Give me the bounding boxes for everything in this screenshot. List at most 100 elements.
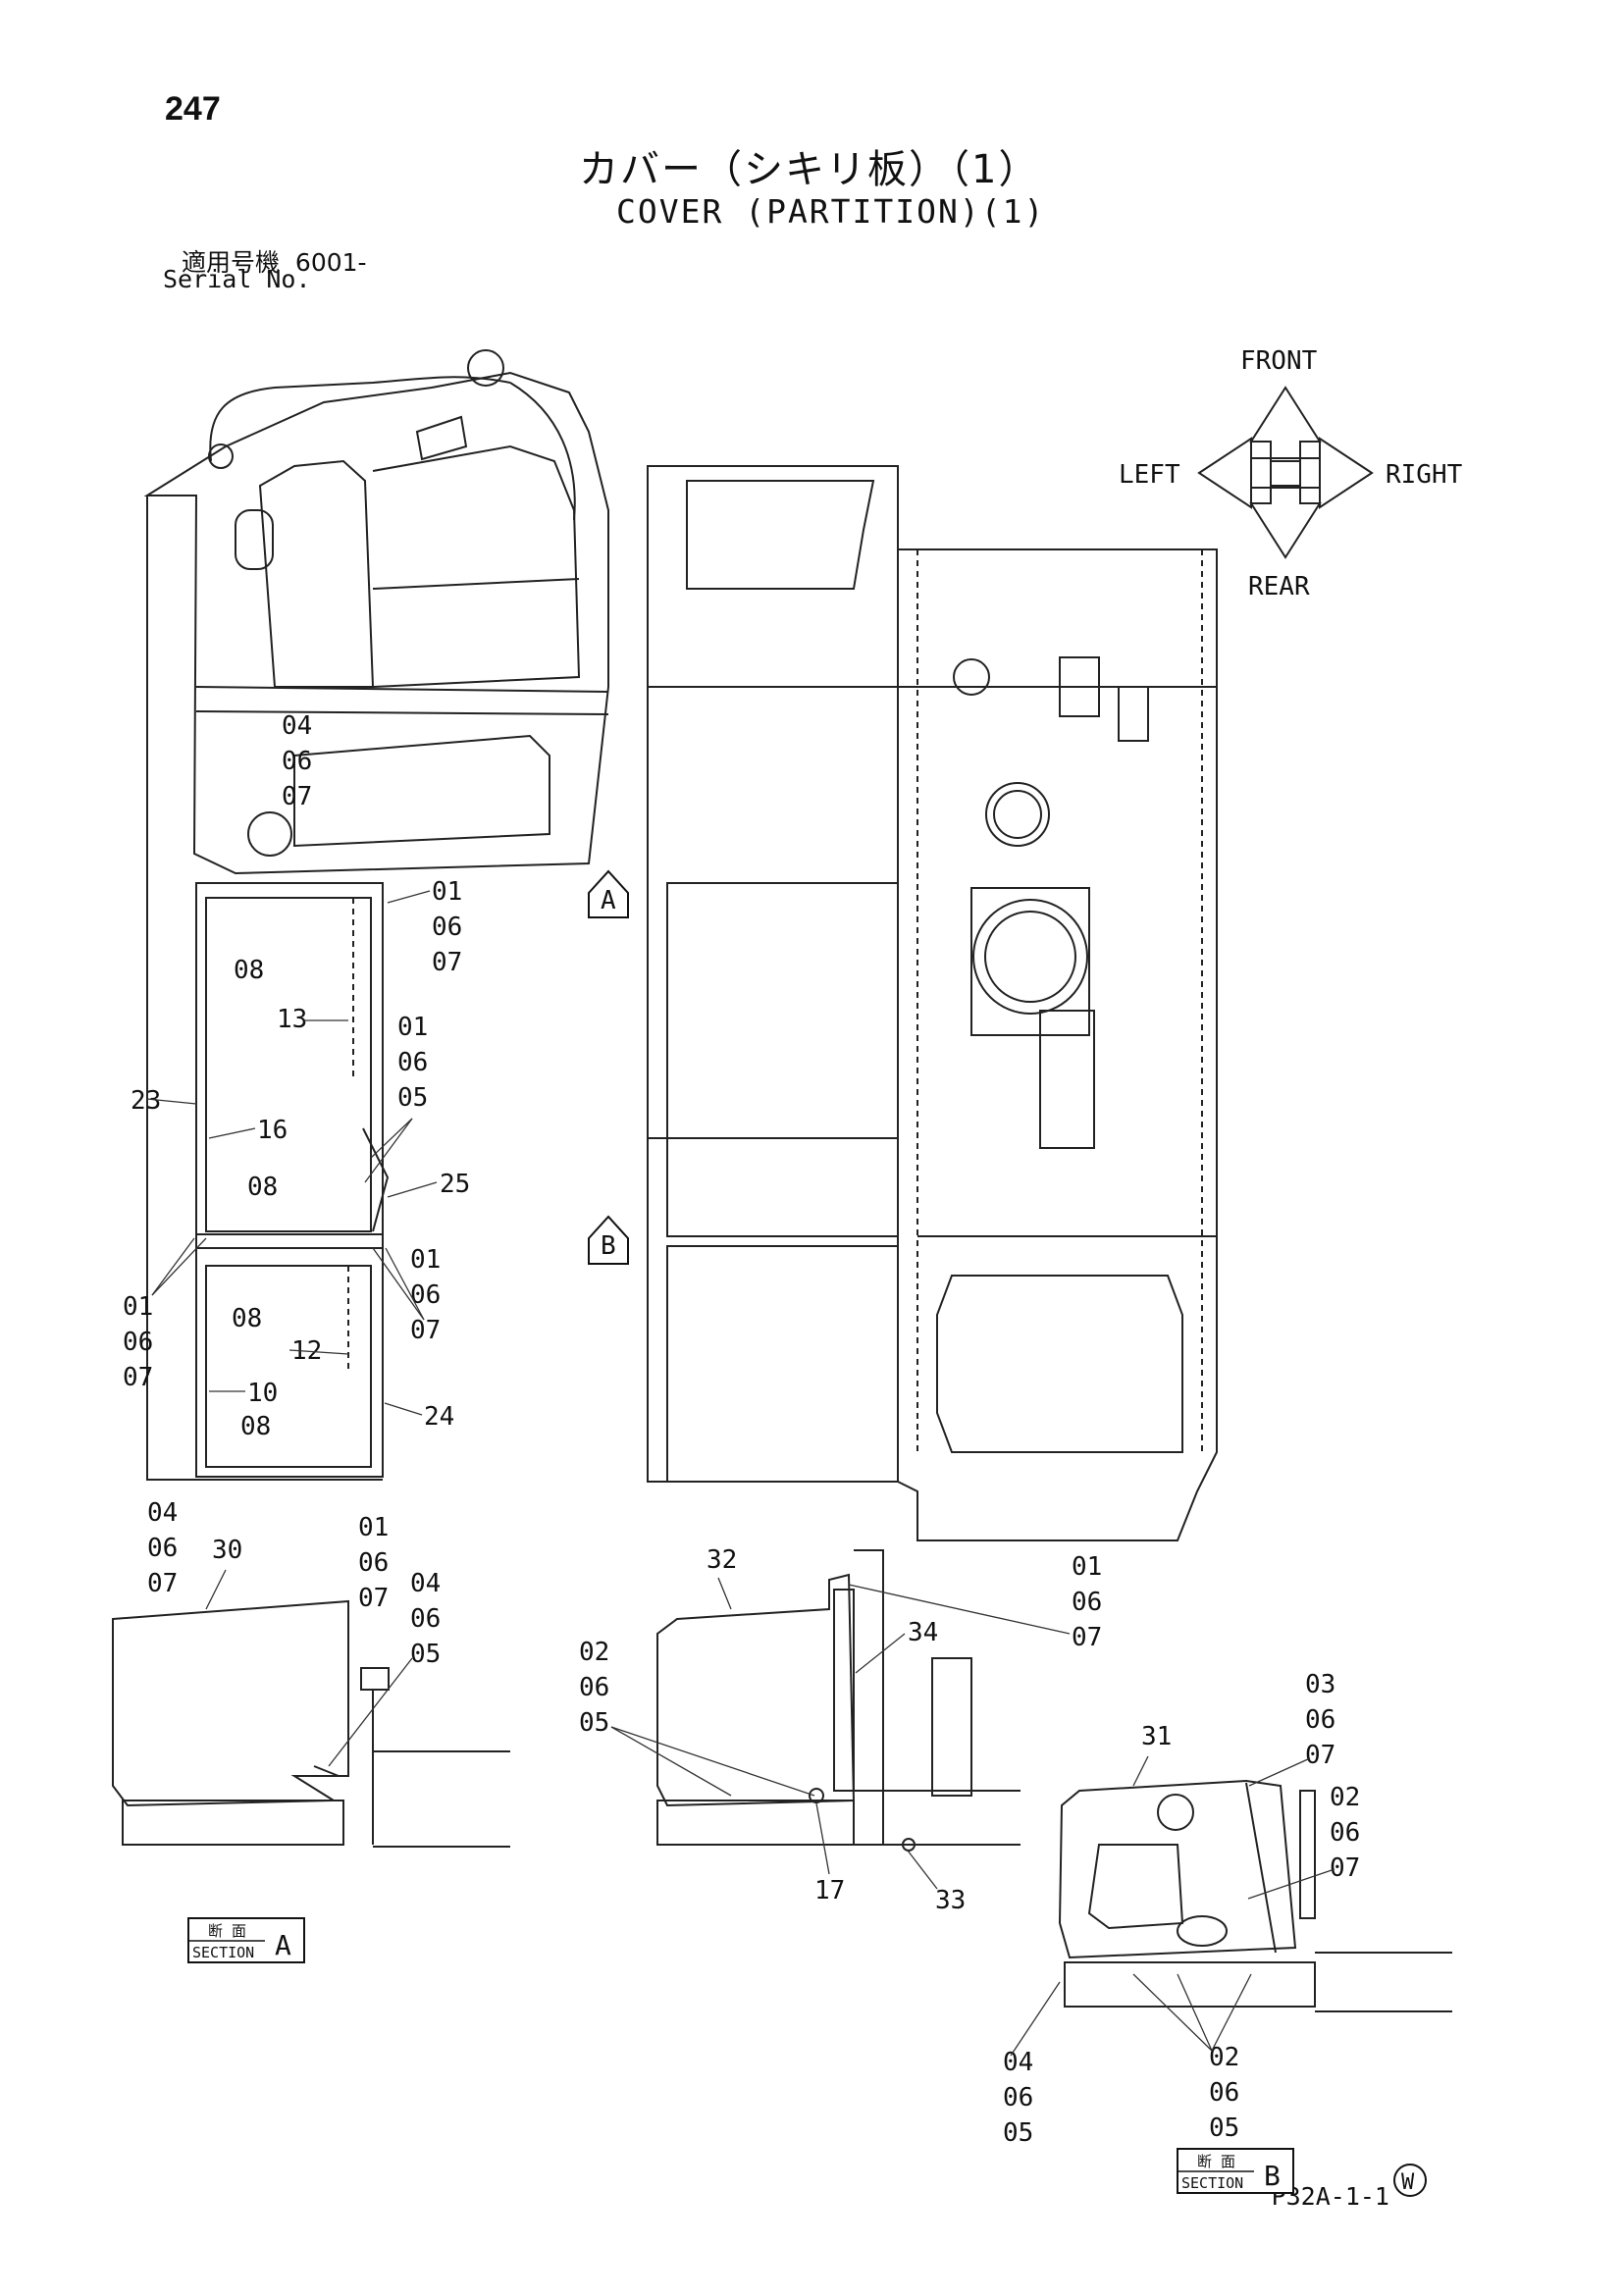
callout-code: 05	[397, 1083, 428, 1113]
part-30: 30	[212, 1536, 242, 1565]
callout-code: 07	[410, 1316, 441, 1345]
section-b-upper-view	[656, 1549, 1021, 1852]
main-frame-chassis	[647, 465, 1218, 1541]
compass-front-label: FRONT	[1240, 346, 1318, 376]
callout-section-a-right: 04 06 05	[410, 1569, 441, 1669]
callout-bottom-right: 01 06 07	[358, 1513, 389, 1613]
section-a-label: 断 面 SECTION A	[187, 1917, 305, 1963]
callout-section-b-bottom-mid: 02 06 05	[1209, 2043, 1239, 2143]
part-31: 31	[1141, 1722, 1172, 1751]
view-marker-b: B	[588, 1215, 629, 1265]
callout-code: 06	[1209, 2078, 1239, 2108]
watermark-w: W	[1393, 2164, 1427, 2197]
callout-right-mid: 01 06 05	[397, 1013, 428, 1113]
partition-panels-left	[195, 882, 390, 1478]
callout-right-lower: 01 06 07	[410, 1245, 441, 1345]
callout-code: 06	[410, 1280, 441, 1310]
rear-arrow	[1249, 460, 1322, 559]
page-title-japanese: カバー（シキリ板）（1）	[579, 147, 1040, 192]
callout-code: 02	[1330, 1783, 1360, 1812]
callout-code: 06	[123, 1328, 153, 1357]
callout-code: 05	[1209, 2113, 1239, 2143]
callout-code: 06	[358, 1548, 389, 1578]
callout-code: 07	[1072, 1623, 1102, 1652]
compass-right-label: RIGHT	[1386, 460, 1463, 490]
callout-code: 04	[282, 711, 312, 741]
callout-code: 06	[147, 1534, 178, 1563]
leader-lines	[146, 890, 1335, 2057]
section-a-view	[112, 1599, 510, 1848]
serial-label-jp-text: 適用号機	[182, 248, 281, 277]
callout-section-b-right: 02 06 07	[1330, 1783, 1360, 1883]
callout-main-bottom: 01 06 07	[1072, 1552, 1102, 1652]
callout-code: 07	[282, 782, 312, 811]
callout-code: 01	[397, 1013, 428, 1042]
callout-code: 07	[358, 1584, 389, 1613]
callout-code: 06	[282, 747, 312, 776]
part-08: 08	[247, 1173, 278, 1202]
section-b-detail-view	[1058, 1779, 1452, 2012]
compass-rear-label: REAR	[1248, 572, 1310, 601]
callout-code: 06	[432, 913, 462, 942]
callout-code: 05	[579, 1708, 609, 1738]
part-10: 10	[247, 1379, 278, 1408]
serial-label-english: Serial No.	[163, 265, 311, 293]
view-marker-a: A	[588, 869, 629, 918]
compass-left-label: LEFT	[1119, 460, 1180, 490]
section-a-letter: A	[275, 1929, 291, 1961]
callout-code: 01	[123, 1292, 153, 1322]
callout-code: 04	[410, 1569, 441, 1598]
callout-cab-top: 04 06 07	[282, 711, 312, 811]
direction-compass: FRONT REAR LEFT RIGHT	[1119, 346, 1463, 601]
callout-code: 06	[410, 1604, 441, 1634]
part-25: 25	[440, 1170, 470, 1199]
right-arrow	[1250, 437, 1374, 509]
callout-code: 07	[432, 948, 462, 977]
section-a-en: SECTION	[192, 1944, 254, 1961]
page-title-english: COVER (PARTITION)(1)	[616, 192, 1046, 231]
callout-code: 06	[1072, 1588, 1102, 1617]
serial-value: 6001-	[294, 248, 367, 277]
callout-code: 06	[579, 1673, 609, 1702]
callout-section-b-top: 03 06 07	[1305, 1670, 1335, 1770]
left-arrow	[1197, 437, 1321, 509]
page-number: 247	[165, 90, 221, 128]
callout-left-lower: 01 06 07	[123, 1292, 153, 1392]
section-b-letter: B	[1264, 2160, 1281, 2192]
part-13: 13	[277, 1005, 307, 1034]
watermark-letter: W	[1401, 2170, 1415, 2195]
callout-right-top: 01 06 07	[432, 877, 462, 977]
callout-code: 06	[1330, 1818, 1360, 1848]
callout-code: 07	[123, 1363, 153, 1392]
callout-code: 05	[410, 1640, 441, 1669]
part-32: 32	[707, 1545, 737, 1575]
part-08: 08	[234, 956, 264, 985]
callout-code: 04	[1003, 2048, 1033, 2077]
callout-code: 06	[397, 1048, 428, 1077]
callout-code: 07	[147, 1569, 178, 1598]
callout-code: 06	[1003, 2083, 1033, 2113]
callout-code: 04	[147, 1498, 178, 1528]
cab-illustration	[143, 349, 609, 1481]
part-08: 08	[240, 1412, 271, 1441]
part-17: 17	[814, 1876, 845, 1905]
section-b-label: 断 面 SECTION B	[1177, 2148, 1294, 2194]
callout-code: 05	[1003, 2118, 1033, 2148]
callout-code: 06	[1305, 1705, 1335, 1735]
view-marker-a-letter: A	[601, 886, 616, 915]
callout-code: 07	[1305, 1741, 1335, 1770]
callout-code: 01	[432, 877, 462, 907]
part-23: 23	[131, 1086, 161, 1116]
callout-code: 02	[579, 1638, 609, 1667]
callout-code: 01	[410, 1245, 441, 1275]
callout-section-b-bottom-left: 04 06 05	[1003, 2048, 1033, 2148]
serial-label-japanese: 適用号機 6001-	[182, 243, 367, 279]
part-34: 34	[908, 1618, 938, 1647]
part-33: 33	[935, 1886, 966, 1915]
callout-code: 07	[1330, 1853, 1360, 1883]
view-marker-b-letter: B	[601, 1231, 616, 1261]
section-b-en: SECTION	[1181, 2174, 1243, 2192]
front-arrow	[1249, 386, 1322, 487]
callout-code: 03	[1305, 1670, 1335, 1699]
